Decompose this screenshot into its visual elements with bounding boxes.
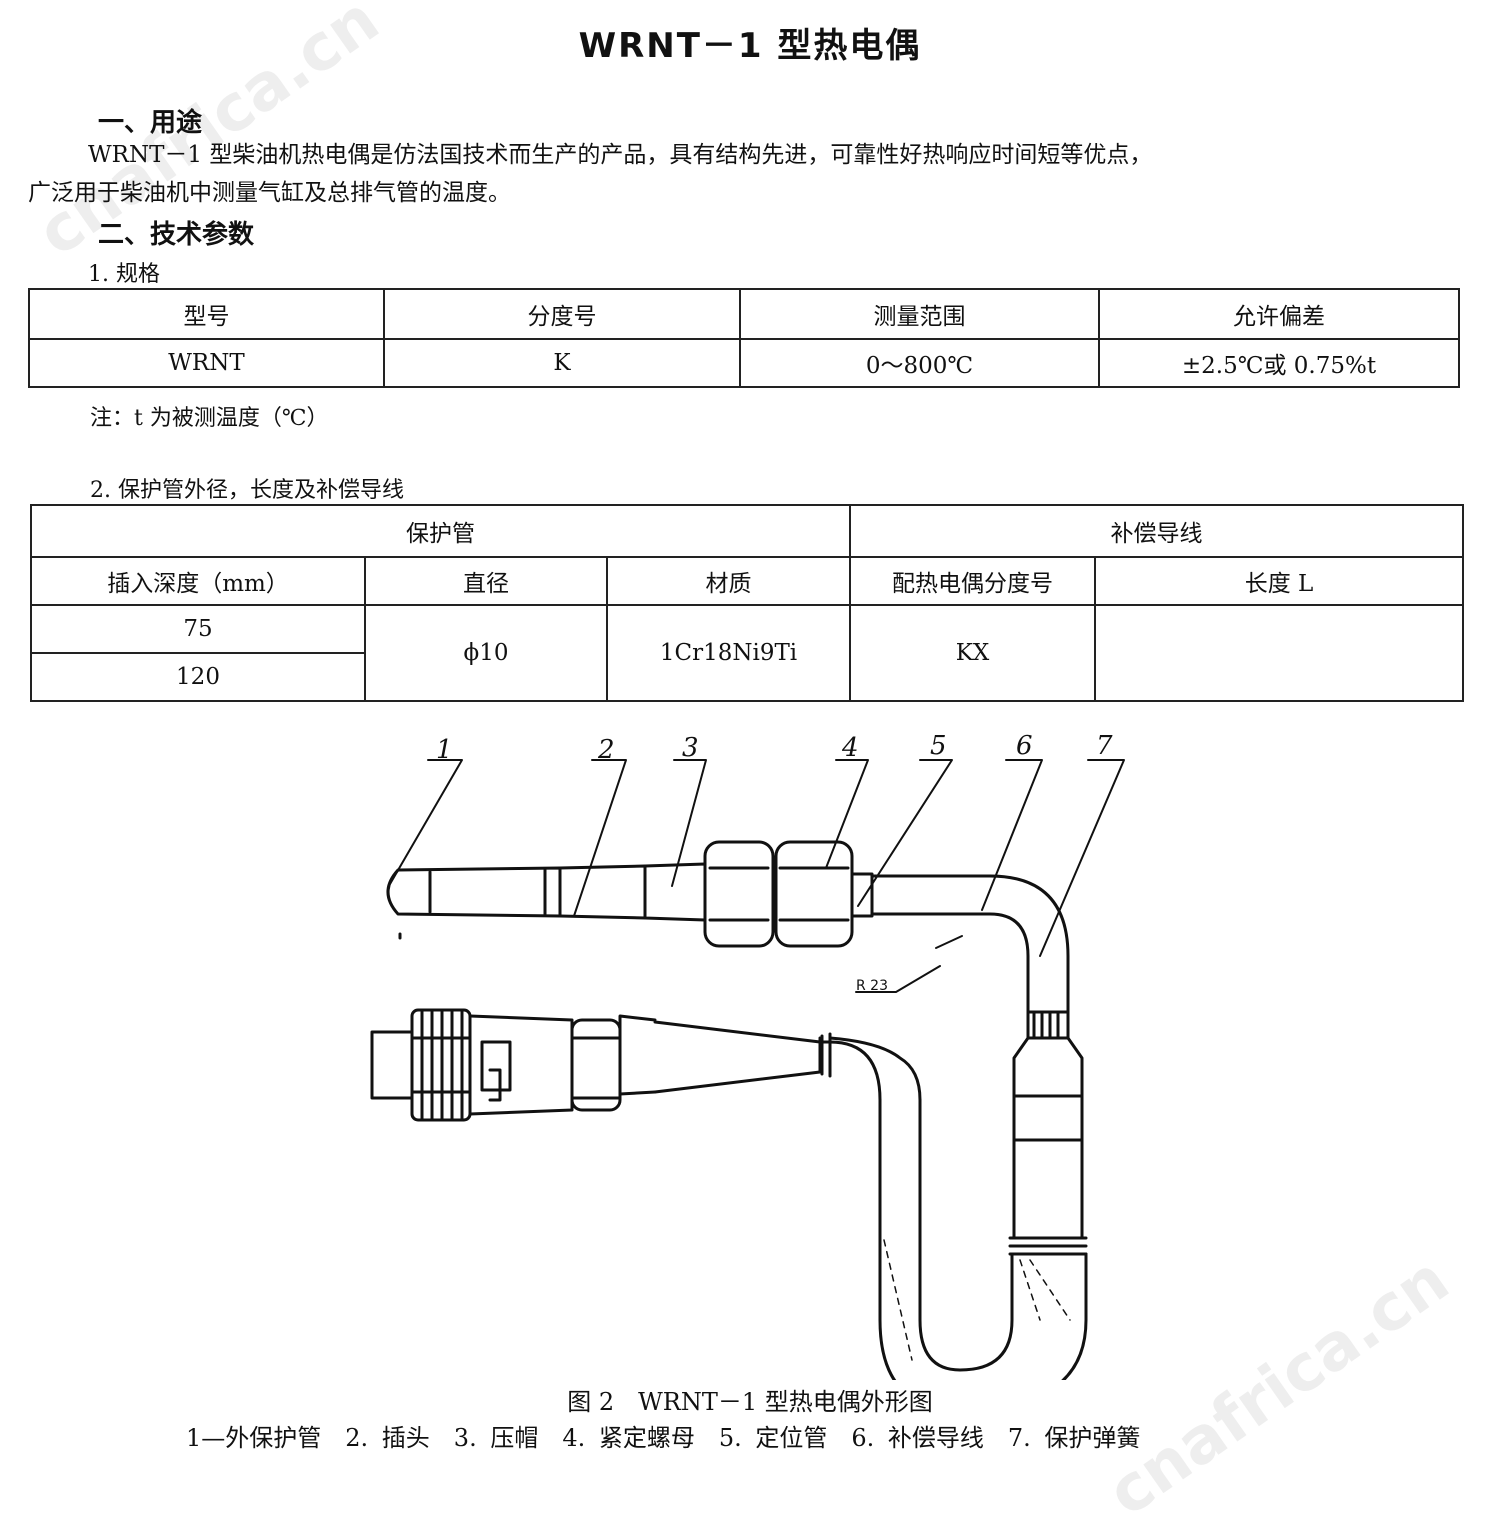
header-length: 长度 L [1094, 556, 1465, 606]
callout-6: 6 [1016, 731, 1033, 761]
cell-range: 0～800℃ [739, 338, 1100, 388]
spec-table: 型号 分度号 测量范围 允许偏差 WRNT K 0～800℃ ±2.5℃或 0.… [28, 288, 1460, 388]
protect-subheading: 2. 保护管外径，长度及补偿导线 [90, 478, 404, 503]
locating-tube [850, 872, 874, 918]
callout-3: 3 [682, 733, 699, 763]
section1-text-line1: WRNT－1 型柴油机热电偶是仿法国技术而生产的产品，具有结构先进，可靠性好热响… [88, 142, 1153, 168]
page-title: WRNT－1 型热电偶 [578, 26, 922, 66]
thermocouple-drawing: 1 2 3 4 5 6 7 [370, 731, 1125, 1380]
cell-graduation: K [383, 338, 741, 388]
section2-heading: 二、技术参数 [98, 220, 255, 250]
section1-text-line2: 广泛用于柴油机中测量气缸及总排气管的温度。 [28, 180, 511, 206]
wire-to-connector [653, 1020, 922, 1102]
connector [370, 1008, 657, 1122]
figure-caption: 图 2 WRNT－1 型热电偶外形图 [567, 1388, 933, 1416]
radius-label: R 23 [856, 978, 888, 994]
callout-7: 7 [1096, 731, 1113, 761]
header-tolerance: 允许偏差 [1098, 288, 1460, 340]
cell-length [1094, 604, 1465, 702]
callout-4: 4 [841, 733, 859, 763]
table-note: 注：t 为被测温度（℃） [90, 406, 329, 431]
header-graduation: 分度号 [383, 288, 741, 340]
group-protection-tube: 保护管 [29, 504, 852, 558]
protection-spring [878, 1010, 1088, 1380]
header-range: 测量范围 [739, 288, 1100, 340]
callout-1: 1 [436, 735, 453, 765]
header-model: 型号 [28, 288, 385, 340]
cell-material: 1Cr18Ni9Ti [605, 604, 852, 702]
cell-tolerance: ±2.5℃或 0.75%t [1098, 338, 1460, 388]
spec-subheading: 1. 规格 [88, 262, 160, 287]
protection-table: 保护管 补偿导线 插入深度（mm） 直径 材质 配热电偶分度号 长度 L 75 … [29, 504, 1465, 702]
header-insertion-depth: 插入深度（mm） [30, 556, 366, 606]
cell-depth-1: 75 [30, 604, 366, 654]
cell-depth-2: 120 [30, 652, 366, 702]
leader-lines [389, 759, 1125, 957]
cell-model: WRNT [28, 338, 385, 388]
cell-matching-graduation: KX [849, 604, 1097, 702]
group-compensation-wire: 补偿导线 [849, 504, 1465, 558]
header-diameter: 直径 [364, 556, 608, 606]
compensation-wire [855, 874, 1070, 1014]
header-material: 材质 [605, 556, 852, 606]
section1-heading: 一、用途 [98, 108, 203, 138]
callout-5: 5 [930, 731, 947, 761]
callout-2: 2 [597, 735, 615, 765]
cell-diameter: ϕ10 [364, 604, 608, 702]
outer-protection-tube [386, 866, 562, 944]
figure-legend: 1—外保护管 2. 插头 3. 压帽 4. 紧定螺母 5. 定位管 6. 补偿导… [186, 1424, 1141, 1452]
header-matching-graduation: 配热电偶分度号 [849, 556, 1097, 606]
